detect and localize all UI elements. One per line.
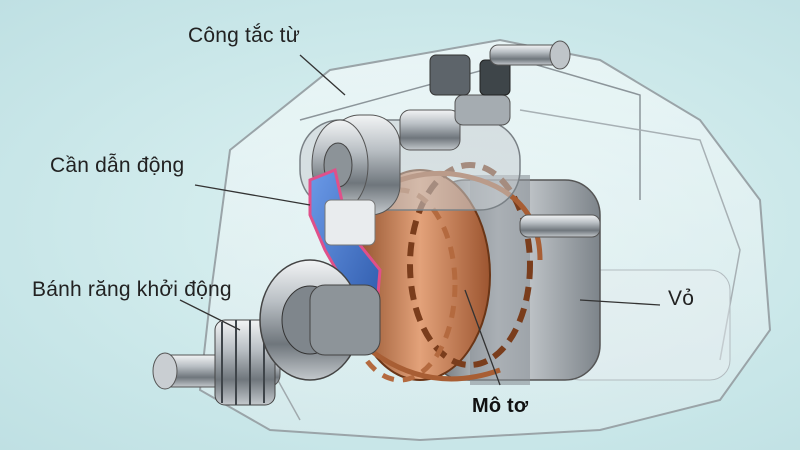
pinion-gear-assembly [152, 259, 381, 406]
leader-line-drive-lever [194, 184, 311, 206]
leader-lines [179, 54, 661, 386]
label-motor: Mô tơ [472, 395, 529, 417]
leader-line-motor [464, 289, 501, 386]
leader-line-switch [299, 54, 346, 96]
label-switch: Công tắc từ [188, 24, 300, 47]
leader-line-pinion-gear [179, 299, 241, 331]
label-pinion-gear: Bánh răng khởi động [32, 278, 232, 301]
label-drive-lever: Cần dẫn động [50, 154, 185, 177]
leader-line-housing [579, 299, 661, 306]
label-housing: Vỏ [668, 287, 695, 310]
armature-shaft [519, 214, 601, 238]
